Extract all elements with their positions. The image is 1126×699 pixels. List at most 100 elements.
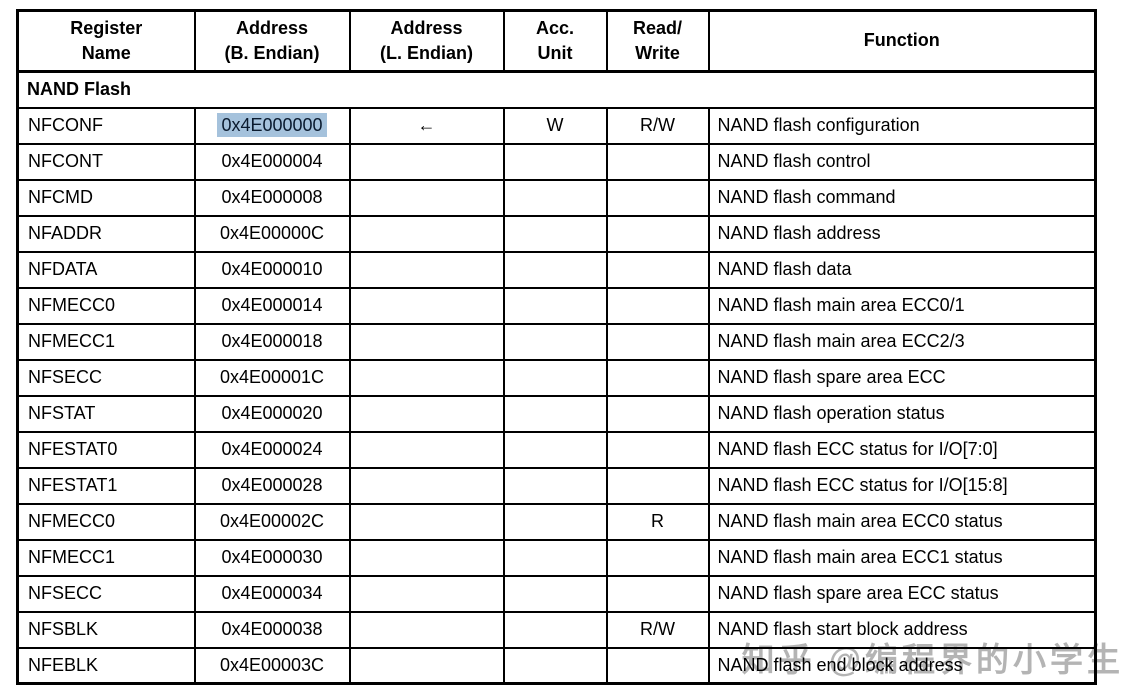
access-unit-cell bbox=[502, 502, 608, 541]
address-big-endian-cell: 0x4E000014 bbox=[193, 286, 351, 325]
read-write-cell bbox=[605, 358, 710, 397]
address-big-endian-cell: 0x4E000004 bbox=[193, 142, 351, 181]
address-little-endian-cell bbox=[348, 250, 505, 289]
register-map-table: Register Name Address (B. Endian) Addres… bbox=[16, 9, 1097, 685]
read-write-cell bbox=[605, 214, 710, 253]
address-big-endian-cell: 0x4E00001C bbox=[193, 358, 351, 397]
address-big-endian-cell: 0x4E000038 bbox=[193, 610, 351, 649]
address-big-endian-cell: 0x4E000018 bbox=[193, 322, 351, 361]
function-cell: NAND flash configuration bbox=[707, 106, 1097, 145]
function-cell: NAND flash main area ECC0 status bbox=[707, 502, 1097, 541]
column-header-register-name: Register Name bbox=[16, 9, 196, 73]
access-unit-cell bbox=[502, 610, 608, 649]
address-little-endian-cell bbox=[348, 502, 505, 541]
register-name-cell: NFSECC bbox=[16, 358, 196, 397]
access-unit-cell bbox=[502, 250, 608, 289]
access-unit-cell bbox=[502, 178, 608, 217]
address-big-endian-cell: 0x4E000028 bbox=[193, 466, 351, 505]
address-big-endian-cell: 0x4E00002C bbox=[193, 502, 351, 541]
section-title-nand-flash: NAND Flash bbox=[16, 70, 1097, 109]
address-little-endian-cell bbox=[348, 214, 505, 253]
function-cell: NAND flash main area ECC2/3 bbox=[707, 322, 1097, 361]
function-cell: NAND flash command bbox=[707, 178, 1097, 217]
register-name-cell: NFEBLK bbox=[16, 646, 196, 685]
address-big-endian-cell: 0x4E000034 bbox=[193, 574, 351, 613]
address-big-endian-cell: 0x4E000024 bbox=[193, 430, 351, 469]
function-cell: NAND flash main area ECC1 status bbox=[707, 538, 1097, 577]
access-unit-cell bbox=[502, 358, 608, 397]
register-name-cell: NFADDR bbox=[16, 214, 196, 253]
column-header-function: Function bbox=[707, 9, 1097, 73]
address-big-endian-cell: 0x4E000010 bbox=[193, 250, 351, 289]
header-row: Register Name Address (B. Endian) Addres… bbox=[16, 9, 1097, 73]
function-cell: NAND flash ECC status for I/O[7:0] bbox=[707, 430, 1097, 469]
function-cell: NAND flash main area ECC0/1 bbox=[707, 286, 1097, 325]
access-unit-cell bbox=[502, 574, 608, 613]
register-name-cell: NFESTAT0 bbox=[16, 430, 196, 469]
function-cell: NAND flash data bbox=[707, 250, 1097, 289]
function-cell: NAND flash spare area ECC status bbox=[707, 574, 1097, 613]
address-little-endian-cell bbox=[348, 646, 505, 685]
address-little-endian-cell bbox=[348, 538, 505, 577]
address-little-endian-cell bbox=[348, 178, 505, 217]
function-cell: NAND flash end block address bbox=[707, 646, 1097, 685]
read-write-cell bbox=[605, 538, 710, 577]
register-name-cell: NFCMD bbox=[16, 178, 196, 217]
read-write-cell bbox=[605, 142, 710, 181]
address-little-endian-cell bbox=[348, 142, 505, 181]
read-write-cell bbox=[605, 646, 710, 685]
access-unit-cell bbox=[502, 322, 608, 361]
function-cell: NAND flash spare area ECC bbox=[707, 358, 1097, 397]
read-write-cell bbox=[605, 286, 710, 325]
column-header-address-big-endian: Address (B. Endian) bbox=[193, 9, 351, 73]
register-name-cell: NFSTAT bbox=[16, 394, 196, 433]
register-name-cell: NFDATA bbox=[16, 250, 196, 289]
address-little-endian-cell bbox=[348, 430, 505, 469]
selected-text-highlight: 0x4E000000 bbox=[217, 113, 327, 137]
read-write-cell bbox=[605, 322, 710, 361]
address-big-endian-cell: 0x4E00000C bbox=[193, 214, 351, 253]
register-name-cell: NFCONT bbox=[16, 142, 196, 181]
read-write-cell: R/W bbox=[605, 106, 710, 145]
access-unit-cell: W bbox=[502, 106, 608, 145]
register-name-cell: NFMECC1 bbox=[16, 538, 196, 577]
address-big-endian-cell: 0x4E00003C bbox=[193, 646, 351, 685]
register-name-cell: NFMECC0 bbox=[16, 286, 196, 325]
read-write-cell bbox=[605, 250, 710, 289]
address-little-endian-cell bbox=[348, 358, 505, 397]
column-header-address-little-endian: Address (L. Endian) bbox=[348, 9, 505, 73]
register-name-cell: NFESTAT1 bbox=[16, 466, 196, 505]
column-header-access-unit: Acc. Unit bbox=[502, 9, 608, 73]
access-unit-cell bbox=[502, 394, 608, 433]
register-name-cell: NFMECC1 bbox=[16, 322, 196, 361]
address-little-endian-cell bbox=[348, 610, 505, 649]
access-unit-cell bbox=[502, 214, 608, 253]
register-name-cell: NFSECC bbox=[16, 574, 196, 613]
register-name-cell: NFCONF bbox=[16, 106, 196, 145]
address-little-endian-cell bbox=[348, 286, 505, 325]
function-cell: NAND flash address bbox=[707, 214, 1097, 253]
read-write-cell: R/W bbox=[605, 610, 710, 649]
function-cell: NAND flash ECC status for I/O[15:8] bbox=[707, 466, 1097, 505]
table-header: Register Name Address (B. Endian) Addres… bbox=[16, 9, 1097, 73]
read-write-cell bbox=[605, 394, 710, 433]
address-little-endian-cell: ← bbox=[348, 106, 505, 145]
read-write-cell bbox=[605, 466, 710, 505]
address-little-endian-cell bbox=[348, 466, 505, 505]
function-cell: NAND flash operation status bbox=[707, 394, 1097, 433]
section-row: NAND Flash bbox=[16, 70, 1097, 109]
column-header-read-write: Read/ Write bbox=[605, 9, 710, 73]
